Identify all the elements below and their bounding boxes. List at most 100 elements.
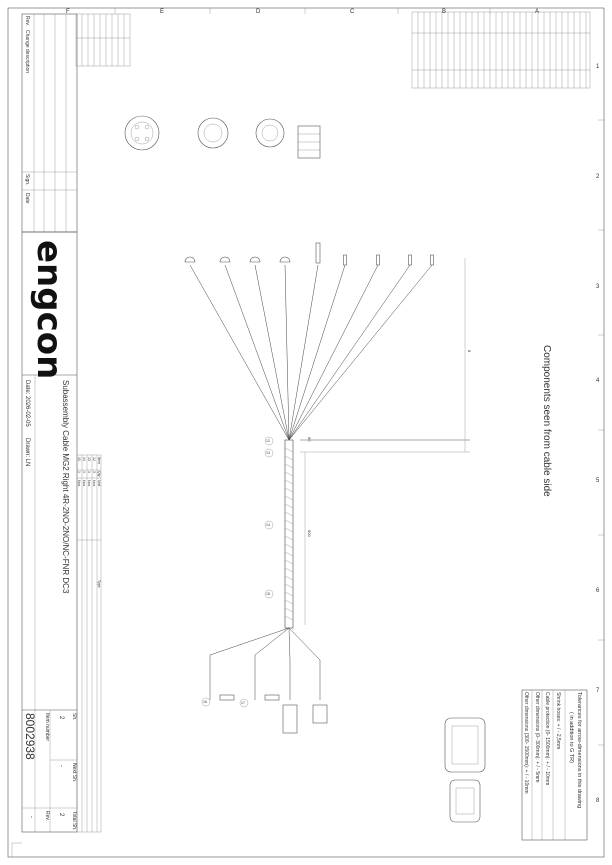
- plug-connector: [282, 704, 298, 734]
- drawing-title: Subassembly Cable MG2 Right 4R-2NO-2NO/N…: [61, 380, 70, 594]
- svg-text:Type: Type: [97, 580, 101, 588]
- svg-text:Nos: Nos: [92, 480, 96, 486]
- wire: [288, 264, 346, 441]
- wire-table-columns: [417, 12, 587, 88]
- tolerances-box: Tolerances for arrow-dimensions in this …: [521, 689, 588, 841]
- next-sheet-value: -: [58, 765, 64, 767]
- drawn-by: Drawn: LN: [24, 438, 30, 466]
- wire: [288, 264, 319, 441]
- col-label: F: [66, 9, 70, 15]
- plug-connector: [312, 704, 328, 724]
- bottom-connector-views: [444, 717, 486, 823]
- col-label: D: [256, 9, 261, 15]
- svg-text:1: 1: [77, 471, 81, 473]
- wires: [184, 242, 434, 734]
- rev-label: Rev.: [44, 811, 50, 821]
- wire: [288, 264, 411, 441]
- column-markers: F E D C B A: [66, 8, 539, 15]
- engcon-logo: engcon: [29, 240, 69, 379]
- terminal: [376, 254, 380, 266]
- sheet-value: 2: [58, 716, 64, 720]
- rev-header: Rev.: [24, 16, 30, 26]
- svg-text:3: 3: [92, 471, 96, 473]
- dimension-top: 8: [467, 350, 472, 353]
- revision-block: Rev. Change description Sign. Date: [21, 13, 78, 233]
- svg-text:Unit: Unit: [97, 480, 101, 486]
- wire: [254, 627, 290, 656]
- svg-text:16: 16: [203, 700, 207, 704]
- parts-table: Item Qty Unit Type 12 3 Nos 13 1 Nos 14 …: [76, 454, 102, 833]
- svg-text:Nos: Nos: [77, 480, 81, 486]
- tolerances-title: Tolerances for arrow-dimensions in this …: [576, 692, 582, 808]
- row-markers: 1 2 3 4 5 6 7 8: [596, 64, 604, 804]
- rev-value: -: [28, 816, 34, 818]
- ring-terminal: [219, 256, 231, 263]
- dimension-main: 600: [307, 530, 312, 537]
- sign-header: Sign.: [24, 174, 30, 185]
- change-header: Change description: [24, 30, 30, 73]
- date-header: Date: [24, 193, 30, 204]
- terminal: [219, 694, 235, 701]
- col-label: E: [160, 9, 164, 15]
- wire: [288, 264, 433, 441]
- total-sheets-label: Total Sh.: [71, 811, 77, 830]
- row-label: 2: [596, 174, 600, 180]
- row-label: 3: [596, 284, 600, 290]
- svg-text:14: 14: [82, 457, 86, 461]
- cable-protection: [284, 439, 294, 629]
- tolerances-subtitle: ( in addition to G TR): [568, 712, 574, 763]
- ring-terminal: [184, 256, 196, 263]
- row-label: 4: [596, 378, 600, 384]
- wire: [209, 627, 290, 656]
- tolerance-line: Other dimensions (0- 300mm): + / - 5mm: [534, 692, 540, 782]
- sheet-label: Sh.: [71, 713, 77, 721]
- svg-text:1: 1: [82, 471, 86, 473]
- svg-text:13: 13: [266, 451, 270, 455]
- wire: [288, 627, 321, 661]
- total-sheets-value: 2: [58, 813, 64, 817]
- row-label: 7: [596, 688, 600, 694]
- connector-views: [124, 115, 321, 159]
- row-label: 8: [596, 798, 600, 804]
- connector-round-b: [197, 117, 229, 149]
- svg-text:Nos: Nos: [82, 480, 86, 486]
- callouts: 12 13 14 15 16 17: [201, 436, 274, 708]
- row-label: 1: [596, 64, 600, 70]
- wire: [254, 264, 290, 441]
- wire: [224, 264, 290, 441]
- wire: [284, 264, 290, 441]
- dimension-short: 60: [307, 437, 312, 442]
- terminal: [408, 254, 412, 266]
- wire: [189, 264, 290, 441]
- tolerance-line: Shrink hoses: + / - 2,5mm: [555, 692, 561, 749]
- item-number: 8002938: [23, 713, 37, 760]
- svg-text:17: 17: [241, 701, 245, 705]
- svg-text:14: 14: [266, 523, 270, 527]
- wire: [288, 264, 379, 441]
- ring-terminal: [249, 256, 261, 263]
- terminal: [343, 254, 347, 266]
- row-label: 5: [596, 478, 600, 484]
- svg-text:Item: Item: [97, 457, 101, 464]
- tolerance-line: Other dimensions (300- 1500mm): + / - 10…: [523, 692, 529, 794]
- col-label: C: [350, 9, 355, 15]
- wire-table: [411, 11, 591, 89]
- wire: [288, 627, 291, 661]
- svg-text:12: 12: [266, 439, 270, 443]
- cable-harness: 8 600 60: [284, 258, 472, 629]
- svg-text:15: 15: [77, 457, 81, 461]
- fuse-holder: [315, 242, 321, 264]
- terminal: [264, 694, 280, 701]
- svg-text:Nos: Nos: [87, 480, 91, 486]
- view-note: Components seen from cable side: [541, 345, 552, 497]
- title-block: engcon Date: 2026-02-05 Drawn: LN Subass…: [11, 231, 78, 857]
- connector-round-a: [124, 115, 160, 151]
- svg-text:13: 13: [87, 457, 91, 461]
- svg-text:12: 12: [92, 457, 96, 461]
- row-label: 6: [596, 588, 600, 594]
- svg-text:1: 1: [87, 471, 91, 473]
- drawing-date: Date: 2026-02-05: [24, 380, 30, 427]
- item-number-label: Item number: [44, 713, 50, 741]
- sheet-border: [7, 7, 605, 858]
